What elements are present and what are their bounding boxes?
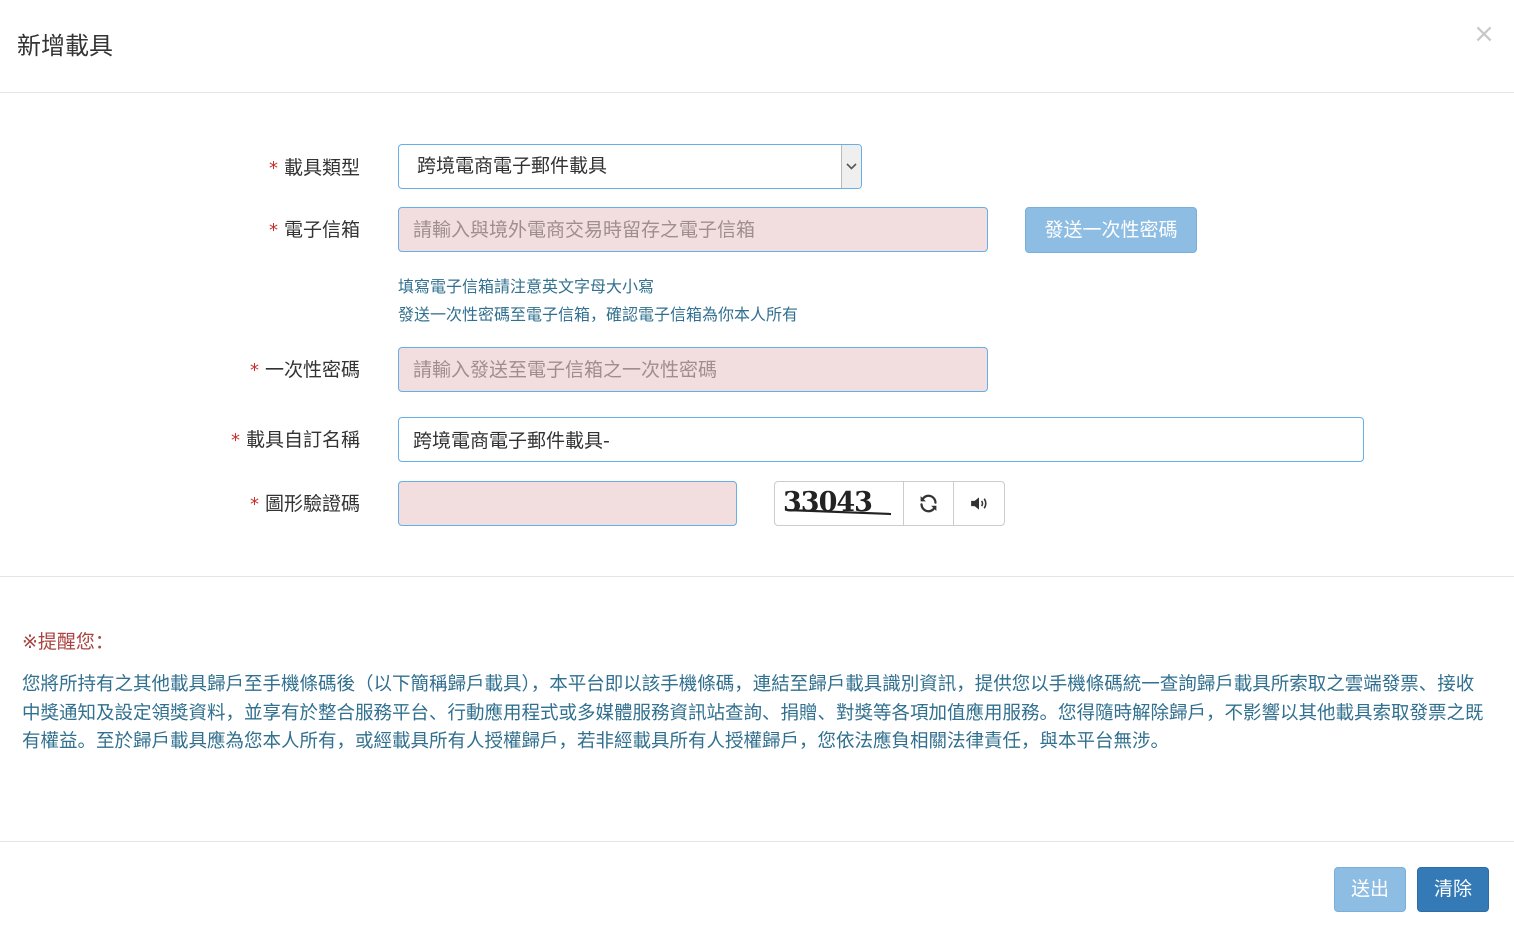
required-mark: * <box>249 360 259 381</box>
captcha-label-text: 圖形驗證碼 <box>264 493 360 515</box>
required-mark: * <box>249 494 259 515</box>
submit-button[interactable]: 送出 <box>1334 867 1406 912</box>
required-mark: * <box>230 430 240 451</box>
otp-label-text: 一次性密碼 <box>264 359 360 381</box>
email-label: *電子信箱 <box>269 218 360 243</box>
close-icon[interactable]: × <box>1473 19 1495 49</box>
required-mark: * <box>268 158 278 179</box>
otp-input[interactable] <box>398 347 988 392</box>
modal-title: 新增載具 <box>17 32 113 60</box>
email-label-text: 電子信箱 <box>283 219 360 241</box>
captcha-label: *圖形驗證碼 <box>250 492 360 517</box>
notice-title: ※提醒您： <box>22 631 114 653</box>
custom-name-label: *載具自訂名稱 <box>231 428 360 453</box>
captcha-noise-line <box>786 508 892 516</box>
carrier-type-select[interactable]: 跨境電商電子郵件載具 <box>398 144 862 189</box>
email-hint-2: 發送一次性密碼至電子信箱，確認電子信箱為你本人所有 <box>398 305 799 324</box>
modal-body: *載具類型 跨境電商電子郵件載具 *電子信箱 發送一次性密碼 填寫電子信箱請注意… <box>0 93 1514 577</box>
carrier-type-label: *載具類型 <box>269 156 360 181</box>
captcha-input[interactable] <box>398 481 737 526</box>
custom-name-input[interactable] <box>398 417 1364 462</box>
send-otp-button[interactable]: 發送一次性密碼 <box>1025 207 1197 253</box>
carrier-type-selected: 跨境電商電子郵件載具 <box>417 155 608 177</box>
volume-icon <box>971 497 987 510</box>
email-input[interactable] <box>398 207 988 252</box>
captcha-refresh-button[interactable] <box>904 482 954 525</box>
modal-header: 新增載具 × <box>0 0 1514 93</box>
otp-label: *一次性密碼 <box>250 358 360 383</box>
captcha-audio-button[interactable] <box>954 482 1004 525</box>
chevron-down-icon[interactable] <box>841 145 861 188</box>
carrier-type-label-text: 載具類型 <box>283 157 360 179</box>
notice-section: ※提醒您： 您將所持有之其他載具歸戶至手機條碼後（以下簡稱歸戶載具），本平台即以… <box>0 577 1514 842</box>
captcha-image: 33043 <box>775 482 904 525</box>
notice-body: 您將所持有之其他載具歸戶至手機條碼後（以下簡稱歸戶載具），本平台即以該手機條碼，… <box>22 674 1484 752</box>
required-mark: * <box>268 220 278 241</box>
captcha-group: 33043 <box>774 481 1005 526</box>
refresh-icon <box>920 494 937 513</box>
clear-button[interactable]: 清除 <box>1417 867 1489 912</box>
email-hint-1: 填寫電子信箱請注意英文字母大小寫 <box>398 277 655 296</box>
custom-name-label-text: 載具自訂名稱 <box>245 429 360 451</box>
